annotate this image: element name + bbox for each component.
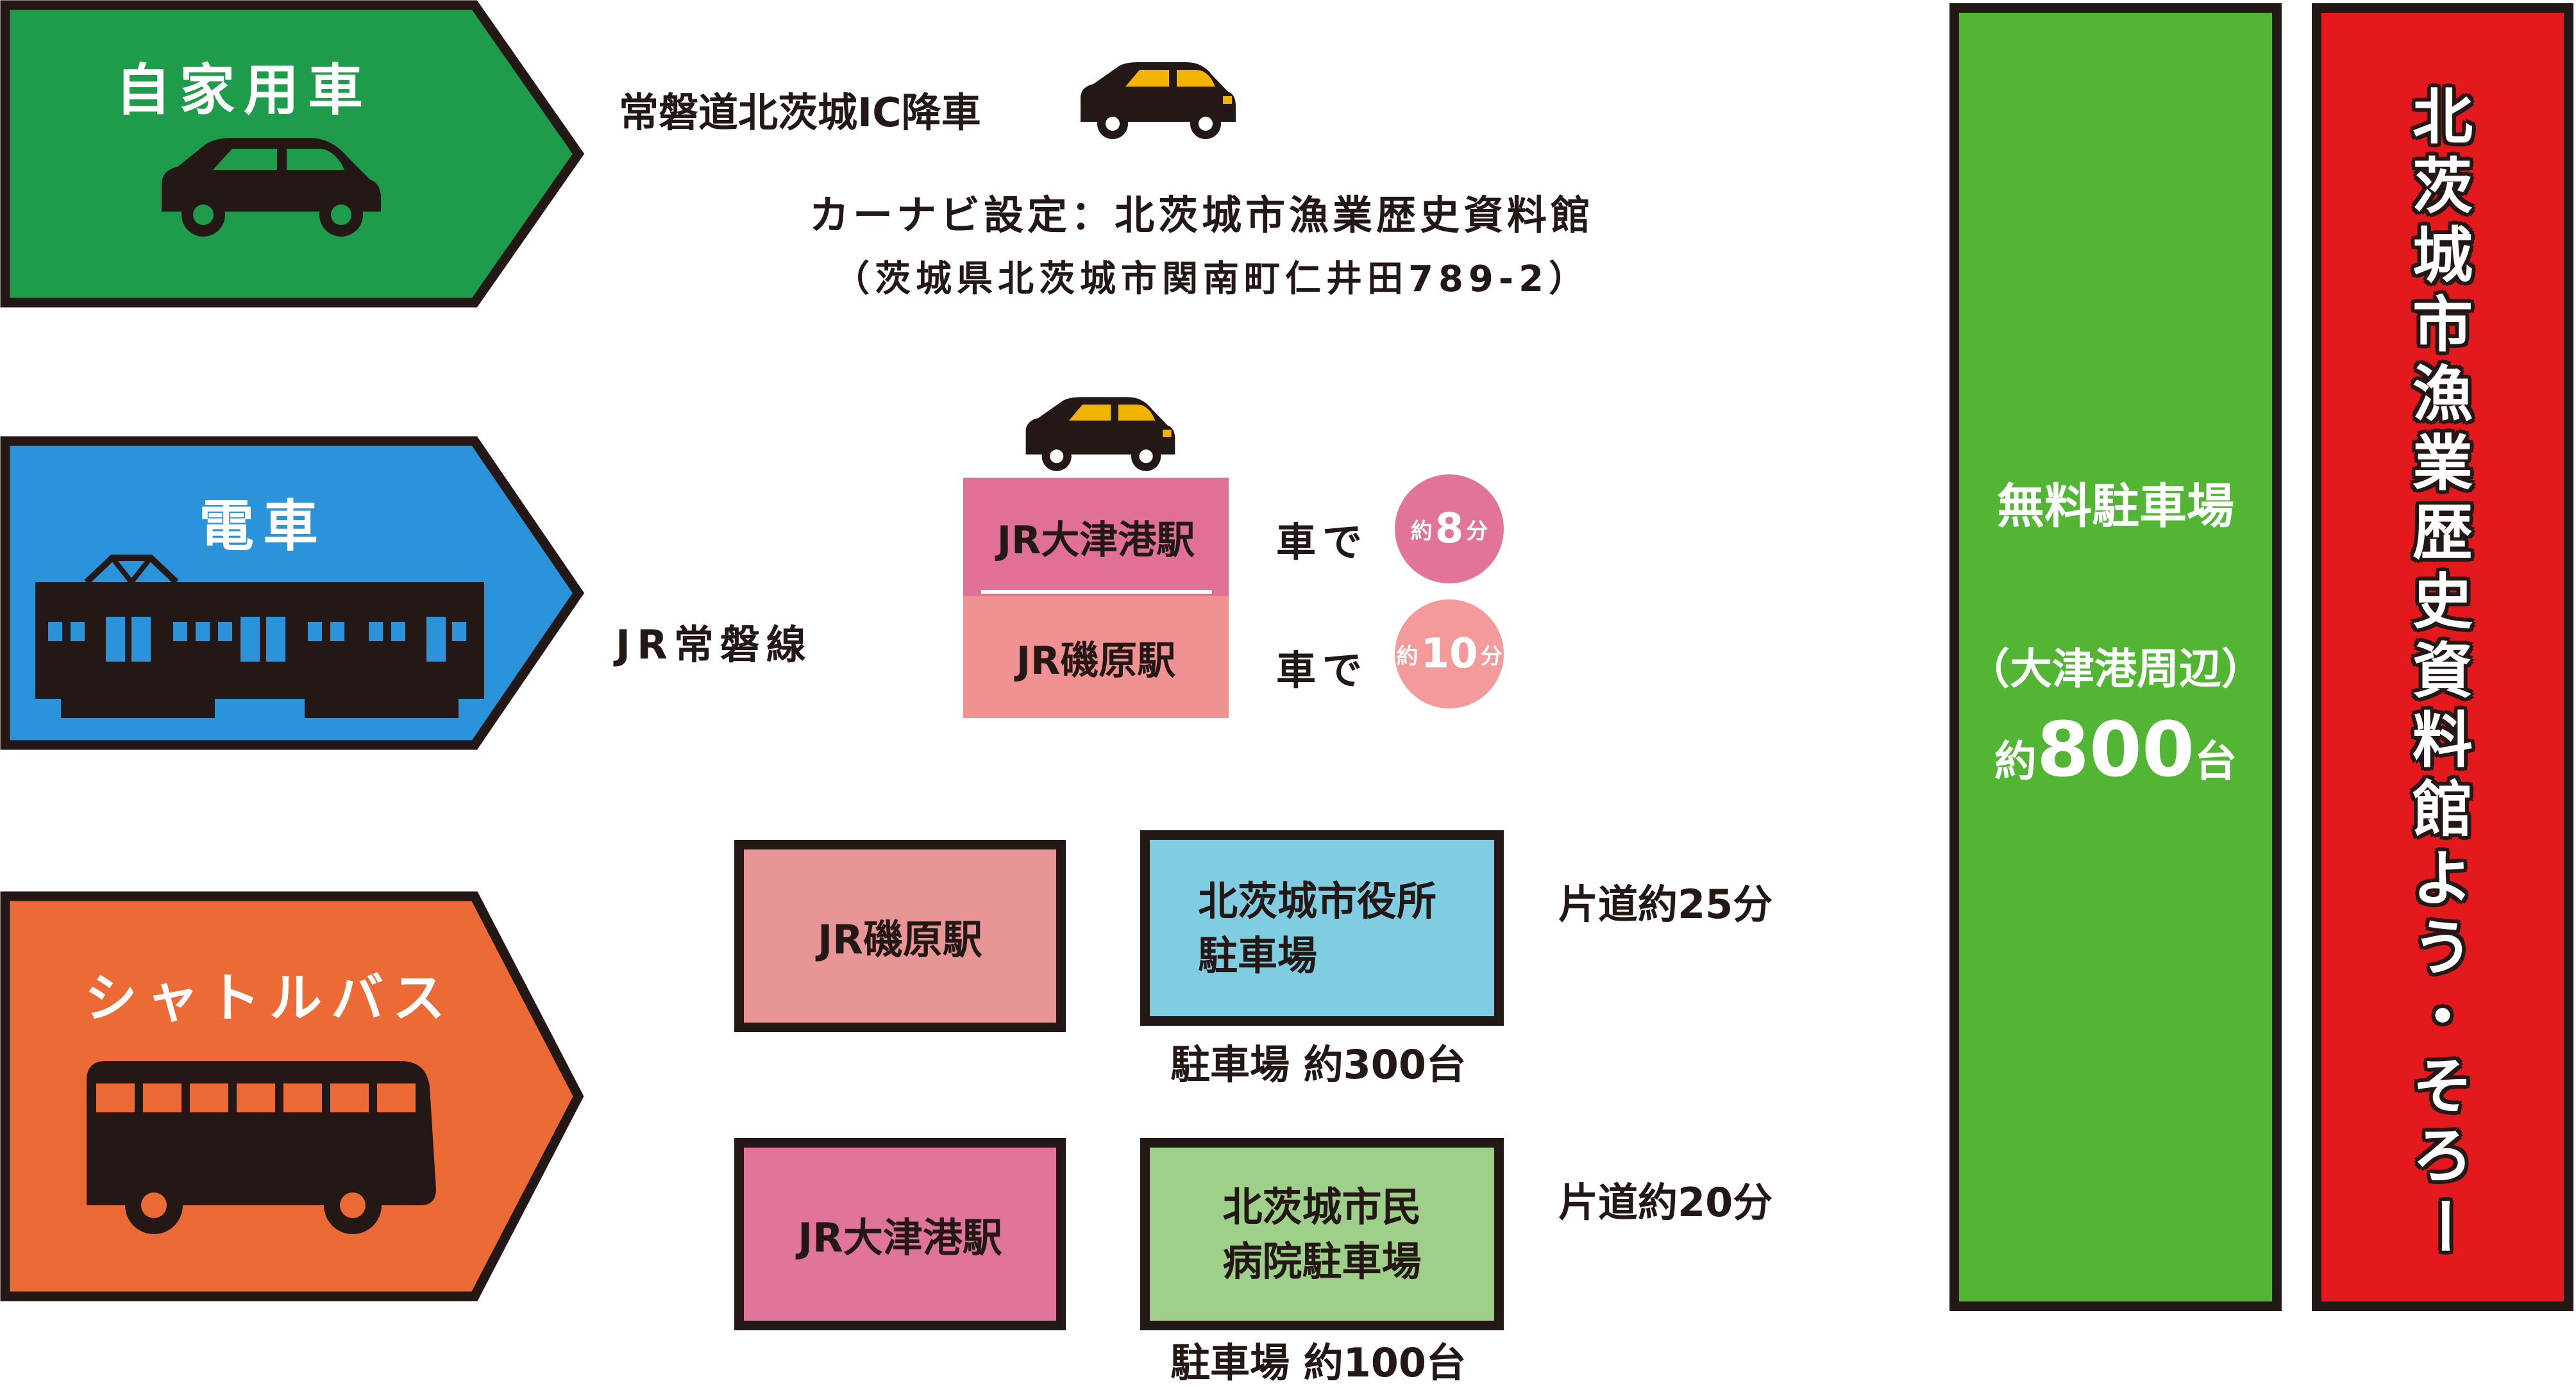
badge-number: 8 (1435, 505, 1464, 553)
destination-char: よ (2412, 844, 2473, 914)
car-icon (162, 138, 381, 237)
destination-name-vertical: 北 茨 城 市 漁 業 歴 史 資 料 館 よ う ・ そ ろ ー (2321, 83, 2564, 1260)
destination-char: 館 (2412, 775, 2473, 845)
parking-name-line2: 病院駐車場 (1222, 1238, 1422, 1285)
destination-char: 茨 (2412, 152, 2473, 222)
parking-box-hospital: 北茨城市民 病院駐車場 (1140, 1138, 1504, 1330)
time-badge-8min: 約 8 分 (1395, 474, 1504, 583)
station-box-otsuko: JR大津港駅 (963, 478, 1229, 596)
destination-char: 歴 (2412, 498, 2473, 568)
parking-name-line2: 駐車場 (1198, 932, 1318, 979)
jr-line-text: JR常磐線 (616, 621, 812, 668)
count-prefix: 約 (1994, 737, 2037, 786)
bus-icon (87, 1061, 436, 1234)
parking-title: 無料駐車場 (1997, 479, 2234, 534)
bus-duration-text: 片道約25分 (1558, 881, 1773, 928)
badge-prefix: 約 (1410, 518, 1433, 544)
station-divider (981, 590, 1212, 594)
destination-char: う (2412, 914, 2473, 983)
parking-box-city-hall: 北茨城市役所 駐車場 (1140, 830, 1504, 1026)
destination-char: 資 (2412, 637, 2473, 707)
parking-name-line1: 北茨城市役所 (1198, 877, 1437, 924)
bus-station-box-otsuko: JR大津港駅 (734, 1138, 1066, 1330)
station-box-isohara: JR磯原駅 (963, 596, 1229, 718)
badge-prefix: 約 (1396, 643, 1418, 669)
destination-char: 市 (2412, 290, 2473, 360)
train-icon (35, 555, 484, 718)
parking-capacity-text: 駐車場 約300台 (1170, 1041, 1467, 1088)
station-name: JR大津港駅 (798, 1214, 1002, 1261)
destination-char: そ (2412, 1052, 2473, 1122)
destination-char: 漁 (2412, 360, 2473, 430)
station-name: JR磯原駅 (818, 916, 982, 963)
by-car-text: 車で (1276, 519, 1369, 565)
destination-char: 北 (2412, 83, 2473, 153)
destination-char: 史 (2412, 567, 2473, 637)
yellow-car-icon (1025, 397, 1175, 471)
yellow-car-icon (1081, 62, 1236, 139)
destination-column: 北 茨 城 市 漁 業 歴 史 資 料 館 よ う ・ そ ろ ー (2312, 3, 2573, 1311)
time-badge-10min: 約 10 分 (1395, 599, 1504, 708)
destination-char: ろ (2412, 1121, 2473, 1191)
destination-char: 業 (2412, 429, 2473, 499)
train-section-arrow (0, 436, 585, 750)
destination-char: 料 (2412, 706, 2473, 776)
destination-char: 城 (2412, 221, 2473, 291)
bus-duration-text: 片道約20分 (1558, 1179, 1773, 1226)
badge-unit: 分 (1480, 643, 1503, 669)
count-unit: 台 (2194, 737, 2237, 786)
bus-station-box-isohara: JR磯原駅 (734, 840, 1066, 1032)
bus-section-arrow (0, 891, 584, 1301)
navi-setting-text: カーナビ設定：北茨城市漁業歴史資料館 (809, 192, 1595, 238)
train-section-label: 電車 (199, 494, 327, 558)
by-car-text: 車で (1276, 647, 1369, 694)
count-number: 800 (2036, 705, 2195, 794)
ic-exit-text: 常磐道北茨城IC降車 (619, 89, 981, 136)
badge-number: 10 (1420, 630, 1478, 678)
parking-capacity-text: 駐車場 約100台 (1170, 1339, 1467, 1386)
free-parking-column: 無料駐車場 （大津港周辺） 約800台 (1949, 3, 2282, 1311)
bus-section-label: シャトルバス (84, 968, 454, 1029)
destination-char: ・ (2412, 983, 2473, 1053)
station-name: JR磯原駅 (1016, 638, 1176, 683)
badge-unit: 分 (1466, 518, 1488, 544)
parking-name-line1: 北茨城市民 (1222, 1183, 1422, 1230)
address-text: （茨城県北茨城市関南町仁井田789-2） (834, 258, 1590, 300)
car-section-arrow (0, 0, 585, 308)
parking-count: 約800台 (1959, 705, 2272, 794)
station-name: JR大津港駅 (997, 518, 1195, 563)
destination-char: ー (2407, 1195, 2478, 1257)
car-section-label: 自家用車 (115, 58, 372, 122)
parking-area: （大津港周辺） (1967, 644, 2264, 694)
